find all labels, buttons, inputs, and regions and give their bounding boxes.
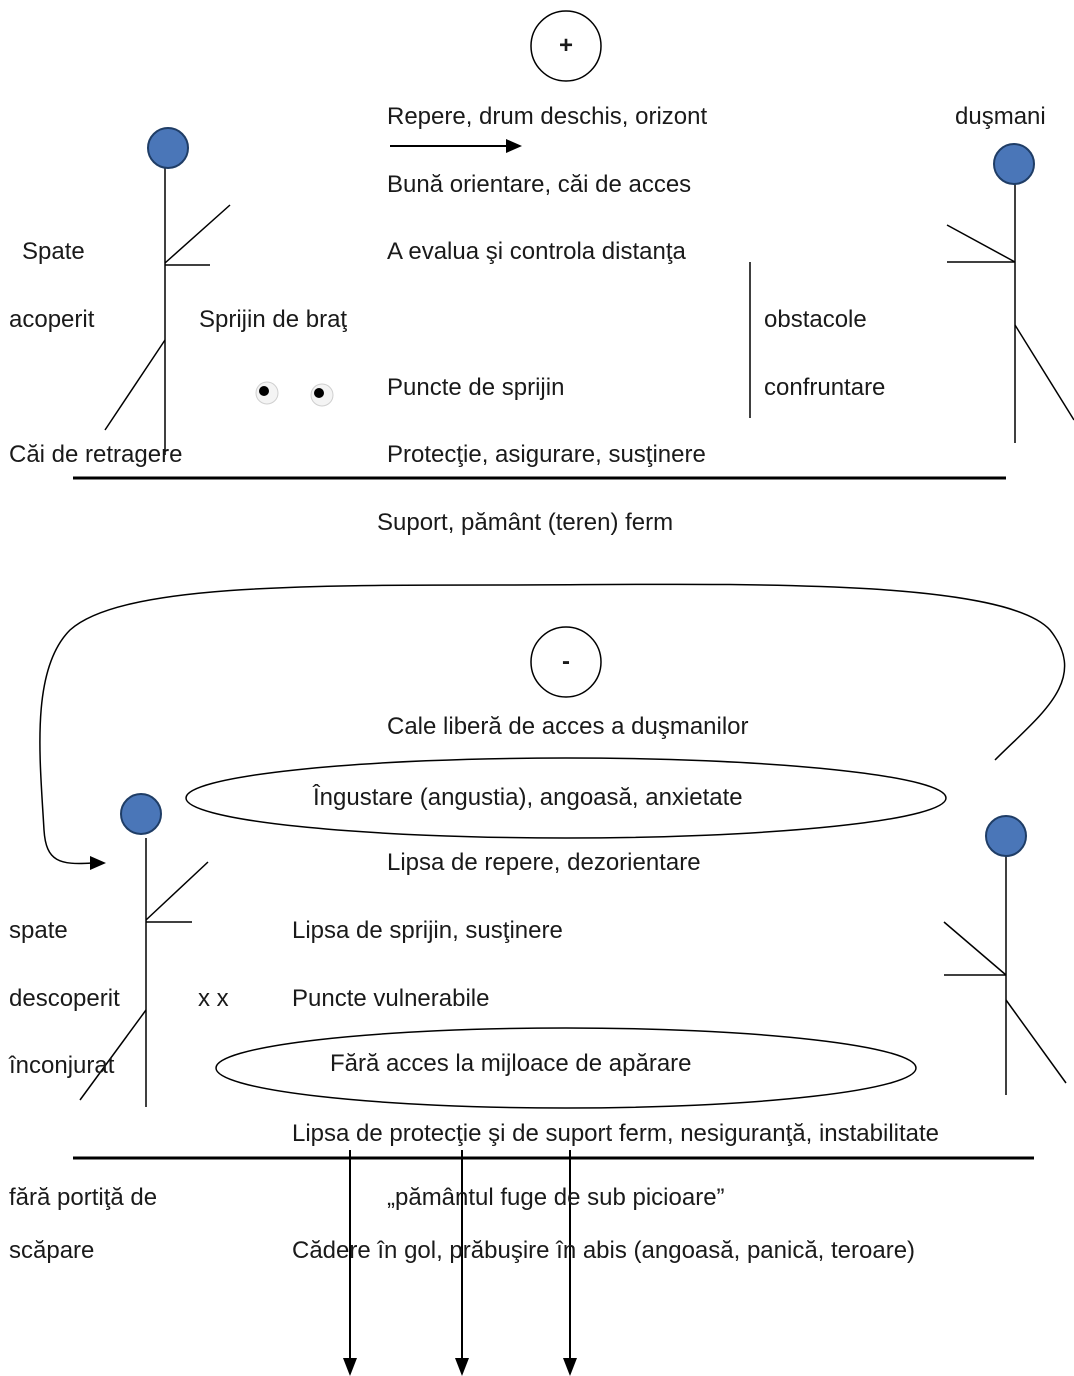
label-descoperit: descoperit xyxy=(9,985,120,1012)
enemy-path-curve xyxy=(39,583,1066,865)
label-ingustare: Îngustare (angustia), angoasă, anxietate xyxy=(313,784,743,811)
label-inconjurat: înconjurat xyxy=(9,1052,115,1079)
arrow-head-icon xyxy=(90,856,106,870)
figure-left-bottom-head xyxy=(120,793,162,835)
ellipse-fara-acces xyxy=(215,1027,917,1109)
label-acoperit: acoperit xyxy=(9,306,95,333)
figure-left-bottom xyxy=(79,838,209,1107)
falling-arrows xyxy=(349,1150,571,1360)
figure-right-top xyxy=(946,180,1074,443)
figure-right-top-head xyxy=(993,143,1035,185)
label-puncte-sprijin: Puncte de sprijin xyxy=(387,374,565,401)
label-lipsa-protectie: Lipsa de protecţie şi de suport ferm, ne… xyxy=(292,1120,940,1147)
figure-left-top-head xyxy=(147,127,189,169)
label-portita: fără portiţă de xyxy=(9,1184,158,1211)
arrow-right-icon xyxy=(390,139,522,153)
figure-right-bottom-head xyxy=(985,815,1027,857)
label-spate-top: Spate xyxy=(22,238,85,265)
label-confruntare: confruntare xyxy=(764,374,886,401)
label-scapare: scăpare xyxy=(9,1237,95,1264)
label-lipsa-repere: Lipsa de repere, dezorientare xyxy=(387,849,701,876)
label-cadere: Cădere în gol, prăbuşire în abis (angoas… xyxy=(292,1237,916,1264)
label-suport: Suport, pământ (teren) ferm xyxy=(377,509,674,536)
label-retragere: Căi de retragere xyxy=(9,441,183,468)
label-lipsa-sprijin: Lipsa de sprijin, susţinere xyxy=(292,917,563,944)
label-cale-libera: Cale liberă de acces a duşmanilor xyxy=(387,713,749,740)
label-vulnerabile: Puncte vulnerabile xyxy=(292,985,490,1012)
plus-circle xyxy=(530,10,602,82)
label-pamantul: „pământul fuge de sub picioare” xyxy=(387,1184,725,1211)
ellipse-ingustare xyxy=(185,757,947,839)
label-sprijin-brat: Sprijin de braţ xyxy=(199,306,348,333)
arrow-down-icon xyxy=(343,1358,577,1376)
label-obstacole: obstacole xyxy=(764,306,867,333)
label-orientare: Bună orientare, căi de acces xyxy=(387,171,692,198)
label-protectie: Protecţie, asigurare, susţinere xyxy=(387,441,706,468)
plus-symbol: + xyxy=(558,32,573,59)
label-fara-acces: Fără acces la mijloace de apărare xyxy=(330,1050,692,1077)
figure-left-top xyxy=(104,168,231,455)
label-dusmani: duşmani xyxy=(955,103,1046,130)
label-repere: Repere, drum deschis, orizont xyxy=(387,103,708,130)
label-evalua: A evalua şi controla distanţa xyxy=(387,238,686,265)
minus-circle xyxy=(530,626,602,698)
minus-symbol: - xyxy=(562,648,570,675)
label-xx: x x xyxy=(198,985,229,1012)
eyes-icon xyxy=(255,381,334,407)
label-spate-bottom: spate xyxy=(9,917,68,944)
figure-right-bottom xyxy=(943,855,1067,1095)
